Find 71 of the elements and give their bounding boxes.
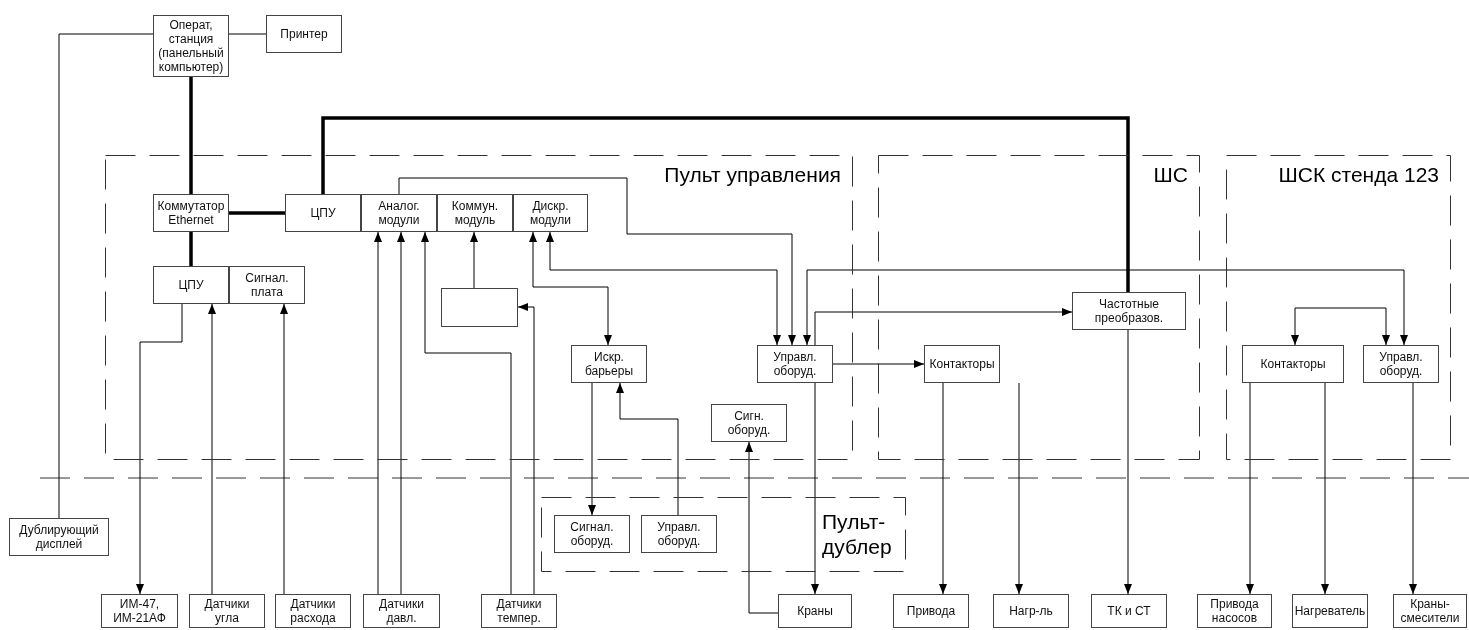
equipment-box: ТК и СТ xyxy=(1091,594,1167,628)
empty-box xyxy=(441,288,518,327)
dashed-group-frame xyxy=(105,155,853,460)
arrow xyxy=(280,303,288,595)
equipment-box: Коммутатор Ethernet xyxy=(153,194,229,232)
arrow xyxy=(588,382,596,516)
arrow xyxy=(529,231,612,346)
equipment-box: Датчики угла xyxy=(189,594,265,628)
equipment-box: Контакторы xyxy=(924,345,1000,383)
arrow xyxy=(136,303,183,595)
arrow xyxy=(832,360,925,368)
equipment-box: Привода насосов xyxy=(1197,594,1272,628)
arrow xyxy=(745,441,779,614)
arrow xyxy=(421,231,512,595)
equipment-box: Дискр. модули xyxy=(513,194,588,232)
arrow xyxy=(398,177,796,346)
connector-line xyxy=(189,232,193,266)
equipment-box: Сигн. оборуд. xyxy=(711,404,787,442)
arrow xyxy=(546,231,781,346)
equipment-box: ЦПУ xyxy=(285,194,361,232)
group-title: Пульт-дублер xyxy=(822,509,893,559)
equipment-box: Датчики темпер. xyxy=(481,594,557,628)
equipment-box: Частотные преобразов. xyxy=(1072,292,1186,330)
equipment-box: Сигнал. оборуд. xyxy=(554,515,630,553)
arrow xyxy=(397,231,405,595)
arrow xyxy=(814,308,1073,346)
equipment-box: Привода xyxy=(893,594,969,628)
equipment-box: Датчики давл. xyxy=(363,594,440,628)
equipment-box: Коммун. модуль xyxy=(437,194,513,232)
arrow xyxy=(208,303,216,595)
arrow xyxy=(470,231,478,289)
group-title: Пульт управления xyxy=(664,162,841,188)
equipment-box: Управл. оборуд. xyxy=(1363,345,1439,383)
equipment-box: Датчики расхода xyxy=(275,594,351,628)
equipment-box: Контакторы xyxy=(1242,345,1344,383)
arrow xyxy=(939,382,947,595)
equipment-box: Принтер xyxy=(266,15,342,53)
equipment-box: Искр. барьеры xyxy=(571,345,647,383)
equipment-box: Дублирующий дисплей xyxy=(9,518,109,556)
arrow xyxy=(1409,382,1417,595)
equipment-box: Управл. оборуд. xyxy=(641,515,717,553)
group-title: ШСК стенда 123 xyxy=(1278,162,1439,188)
equipment-box: Операт, станция (панельный компьютер) xyxy=(153,15,229,77)
arrow xyxy=(1291,307,1390,346)
equipment-box: Аналог. модули xyxy=(361,194,437,232)
arrow xyxy=(374,231,382,595)
equipment-box: Нагреватель xyxy=(1292,594,1368,628)
dashed-group-frame xyxy=(541,497,906,572)
connector-line xyxy=(189,77,193,194)
connector-line xyxy=(321,116,1130,292)
arrow xyxy=(1321,382,1329,595)
equipment-box: ИМ-47, ИМ-21АФ xyxy=(101,594,178,628)
arrow xyxy=(803,269,1408,346)
equipment-box: Управл. оборуд. xyxy=(757,345,833,383)
arrow xyxy=(811,382,819,595)
equipment-box: Нагр-ль xyxy=(993,594,1069,628)
arrow xyxy=(517,303,535,595)
connector-line xyxy=(229,211,285,215)
equipment-box: Краны xyxy=(778,594,852,628)
dashed-group-frame xyxy=(1226,155,1451,460)
connector-line xyxy=(228,33,267,35)
arrow xyxy=(1246,382,1254,595)
dashed-group-frame xyxy=(878,155,1200,460)
arrow xyxy=(1015,382,1023,595)
arrow xyxy=(616,382,679,516)
group-title: ШС xyxy=(1153,162,1188,188)
connector-line xyxy=(58,33,154,519)
equipment-box: ЦПУ xyxy=(153,266,229,304)
equipment-box: Краны-смесители xyxy=(1393,594,1467,628)
equipment-box: Сигнал. плата xyxy=(229,266,305,304)
arrow xyxy=(1124,329,1132,595)
